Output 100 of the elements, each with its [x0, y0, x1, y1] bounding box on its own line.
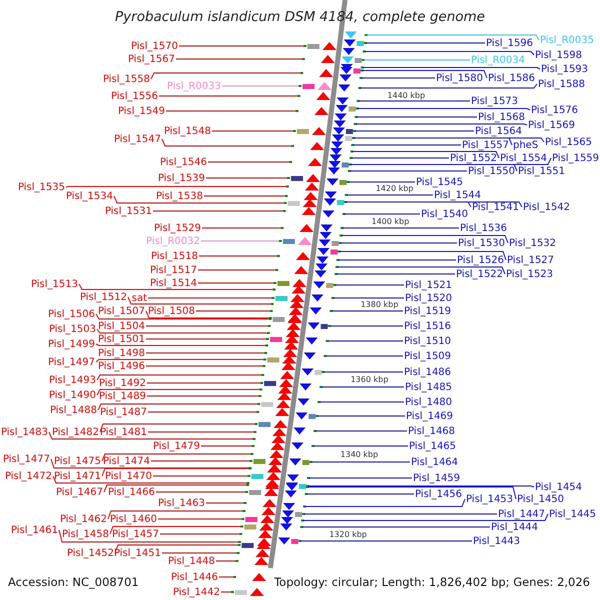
- leader-line: [102, 468, 249, 476]
- leader-line: [108, 510, 243, 520]
- leader-line: [98, 404, 258, 410]
- scale-label: 1380 kbp: [360, 300, 398, 309]
- gene-label: Pisl_1509: [404, 350, 452, 362]
- gene-label: Pisl_1465: [409, 440, 456, 452]
- gene-label: Pisl_1458: [62, 528, 109, 540]
- leader-line: [357, 108, 530, 110]
- gene-label: Pisl_1487: [100, 406, 147, 418]
- gene-label: Pisl_1521: [405, 280, 452, 290]
- leader-line: [176, 58, 302, 60]
- gene-label: Pisl_1488: [50, 404, 97, 416]
- gene-label: Pisl_1534: [66, 190, 113, 202]
- scale-label: 1400 kbp: [372, 216, 410, 226]
- gene-label: Pisl_1559: [552, 152, 600, 164]
- gene-label: Pisl_1565: [545, 136, 592, 148]
- leader-line: [150, 460, 250, 462]
- gene-label: Pisl_1442: [172, 586, 220, 598]
- gene-label: Pisl_1540: [421, 208, 468, 220]
- leader-line: [355, 124, 528, 126]
- gene-label: Pisl_1466: [108, 486, 155, 498]
- gene-label: Pisl_1529: [154, 222, 201, 234]
- gene-label: Pisl_1483: [0, 426, 48, 438]
- gene-label: Pisl_1472: [4, 470, 52, 482]
- gene-label: Pisl_1506: [48, 308, 95, 320]
- leader-line: [96, 314, 270, 320]
- gene-label: Pisl_1498: [98, 348, 145, 358]
- gene-label: Pisl_1568: [478, 112, 526, 122]
- gene-label: Pisl_1447: [498, 508, 546, 520]
- gene-label: Pisl_1499: [48, 338, 95, 350]
- leader-line: [352, 144, 462, 146]
- gene-label: Pisl_1467: [56, 486, 103, 498]
- leader-line: [365, 42, 486, 44]
- gene-label: Pisl_1504: [98, 320, 145, 332]
- leader-line: [350, 164, 518, 172]
- gene-label: Pisl_1586: [488, 72, 536, 84]
- leader-line: [354, 130, 474, 132]
- gene-label: Pisl_1567: [128, 54, 175, 64]
- gene-label: Pisl_1480: [405, 396, 452, 408]
- gene-label: Pisl_1507: [98, 306, 145, 316]
- scale-label: 1420 kbp: [376, 184, 414, 193]
- leader-line: [162, 552, 237, 554]
- gene-label: Pisl_1443: [473, 536, 520, 546]
- leader-line: [104, 484, 247, 492]
- gene-label: Pisl_1518: [150, 250, 198, 262]
- leader-line: [114, 544, 238, 554]
- gene-label: Pisl_1448: [168, 556, 215, 566]
- gene-label: Pisl_1527: [507, 254, 554, 266]
- leader-line: [146, 382, 261, 384]
- leader-line: [345, 202, 522, 208]
- leader-line: [340, 242, 458, 244]
- leader-line: [52, 476, 247, 484]
- gene-label: Pisl_1492: [98, 378, 146, 388]
- gene-label: Pisl_1513: [30, 278, 78, 290]
- gene-label: Pisl_1497: [48, 356, 95, 368]
- leader-line: [212, 130, 294, 132]
- leader-line: [102, 454, 251, 462]
- gene-label: Pisl_1544: [434, 190, 482, 200]
- leader-line: [100, 424, 255, 432]
- leader-line: [307, 486, 516, 500]
- leader-line: [346, 194, 434, 196]
- leader-line: [300, 540, 472, 542]
- leader-line: [158, 518, 242, 520]
- gene-label: Pisl_1485: [405, 382, 452, 392]
- gene-label: Pisl_1548: [164, 126, 211, 136]
- gene-label: Pisl_1471: [54, 470, 101, 482]
- gene-label: Pisl_1551: [518, 166, 566, 176]
- gene-label: Pisl_1520: [405, 292, 452, 304]
- gene-label: Pisl_1549: [118, 106, 165, 116]
- leader-line: [339, 251, 506, 260]
- leader-line: [96, 328, 268, 334]
- gene-label: Pisl_1474: [102, 456, 150, 466]
- leader-line: [302, 526, 490, 528]
- gene-label: Pisl_1573: [471, 96, 518, 106]
- scale-label: 1440 kbp: [387, 90, 426, 100]
- leader-line: [362, 70, 488, 78]
- leader-line: [352, 151, 500, 158]
- gene-label: Pisl_1493: [48, 374, 96, 386]
- gene-label: Pisl_1501: [98, 334, 145, 344]
- gene-label: Pisl_1539: [158, 172, 205, 184]
- gene-label: Pisl_1564: [475, 126, 522, 136]
- leader-line: [331, 310, 404, 312]
- leader-line: [362, 67, 540, 70]
- leader-line: [150, 72, 301, 80]
- leader-line: [162, 138, 292, 146]
- gene-label: Pisl_R0033: [167, 80, 221, 92]
- gene-label: Pisl_1596: [486, 38, 534, 48]
- leader-line: [198, 282, 274, 284]
- gene-label: Pisl_1541: [472, 202, 520, 212]
- gene-label: Pisl_1444: [491, 522, 538, 532]
- gene-label: sat: [132, 292, 147, 304]
- leader-line: [302, 514, 548, 521]
- leader-line: [308, 486, 534, 488]
- leader-line: [327, 340, 404, 342]
- gene-label: Pisl_1580: [436, 72, 484, 84]
- gene-label: Pisl_1569: [528, 120, 576, 130]
- gene-label: Pisl_1454: [535, 482, 582, 492]
- gene-label: Pisl_1490: [48, 390, 96, 400]
- gene-label: Pisl_1514: [150, 278, 197, 288]
- gene-label: Pisl_1461: [10, 524, 58, 536]
